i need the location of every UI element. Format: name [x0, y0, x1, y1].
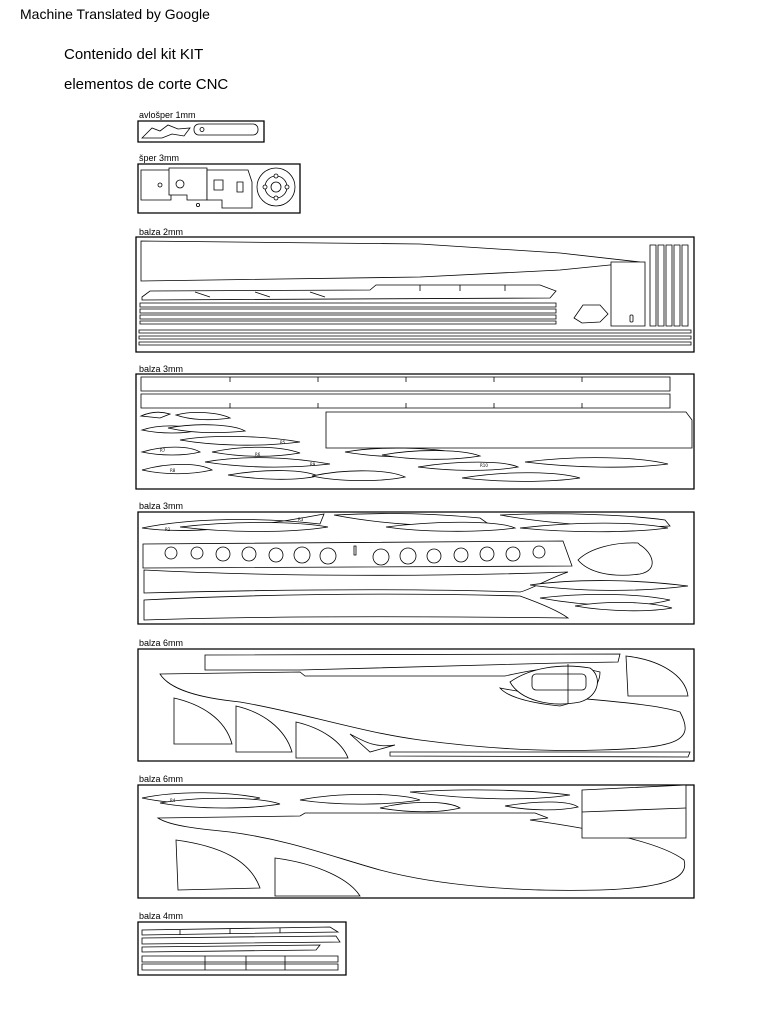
- part-tag-r8: R8: [170, 468, 176, 473]
- sheet-label-balsa-4mm: balza 4mm: [139, 911, 184, 921]
- sheet-balsa-6mm-b: [138, 785, 694, 898]
- part-tags: R5 R6 R7 R8 R9 R10 R2 R3 R4: [160, 440, 488, 803]
- part-tag-r9: R9: [310, 462, 316, 467]
- sheet-balsa-2mm: [136, 237, 694, 352]
- sheet-label-plywood-1mm: avlošper 1mm: [139, 110, 196, 120]
- sheet-label-balsa-3mm-b: balza 3mm: [139, 501, 184, 511]
- part-tag-r2: R2: [165, 527, 171, 532]
- sheet-balsa-3mm-a: [136, 374, 694, 489]
- part-tag-r3: R3: [298, 517, 304, 522]
- sheet-label-balsa-2mm: balza 2mm: [139, 227, 184, 237]
- sheet-label-plywood-3mm: šper 3mm: [139, 153, 180, 163]
- sheet-balsa-6mm-a: [138, 649, 694, 761]
- part-tag-r4: R4: [170, 798, 176, 803]
- sheet-balsa-4mm: [138, 922, 346, 975]
- part-tag-r7: R7: [160, 448, 166, 453]
- part-tag-r5: R5: [280, 440, 286, 445]
- sheet-label-balsa-6mm-b: balza 6mm: [139, 774, 184, 784]
- document-subtitle: elementos de corte CNC: [64, 76, 229, 93]
- sheet-plywood-3mm: [138, 164, 300, 213]
- part-tag-r10: R10: [480, 463, 488, 468]
- sheet-label-balsa-6mm-a: balza 6mm: [139, 638, 184, 648]
- sheet-balsa-3mm-b: [138, 512, 694, 624]
- machine-translation-banner: Machine Translated by Google: [20, 6, 210, 22]
- sheet-label-balsa-3mm-a: balza 3mm: [139, 364, 184, 374]
- sheet-plywood-1mm: [138, 121, 264, 142]
- part-tag-r6: R6: [255, 452, 261, 457]
- document-title: Contenido del kit KIT: [64, 46, 204, 63]
